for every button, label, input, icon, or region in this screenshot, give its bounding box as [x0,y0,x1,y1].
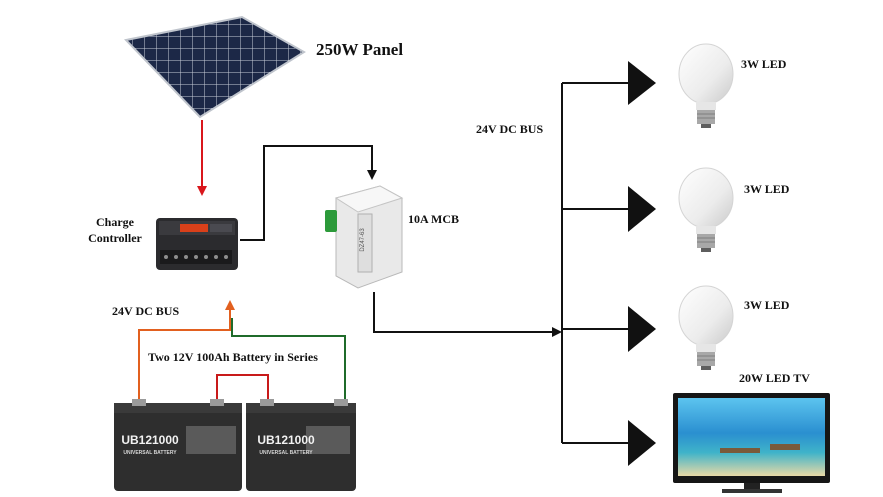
panel-label: 250W Panel [316,40,403,60]
dc-bus-left-label: 24V DC BUS [112,304,179,319]
load-arrow-led-1 [628,61,656,105]
battery-2-model: UB121000 [257,433,315,447]
load-bus-wires [562,83,628,443]
charge-controller-icon [156,218,238,270]
tv-icon [673,393,830,493]
dc-bus-right-label: 24V DC BUS [476,122,543,137]
mcb-label: 10A MCB [408,212,459,227]
load-arrow-led-3 [628,306,656,352]
panel-to-controller-arrow [197,120,207,196]
led-1-label: 3W LED [741,57,786,72]
mcb-to-bus-wire [374,292,562,337]
solar-panel-icon [126,17,304,117]
battery-icon-1: UB121000 UNIVERSAL BATTERY [114,399,242,491]
led-bulb-icon-2 [679,168,733,252]
tv-label: 20W LED TV [739,371,810,386]
charge-controller-label: Charge Controller [82,214,148,246]
battery-label: Two 12V 100Ah Battery in Series [148,350,318,365]
mcb-icon: DZ47-63 [325,186,402,288]
battery-1-model: UB121000 [121,433,179,447]
mcb-marking: DZ47-63 [360,228,366,252]
load-arrow-tv [628,420,656,466]
battery-2-brand: UNIVERSAL BATTERY [259,450,313,456]
led-bulb-icon-1 [679,44,733,128]
battery-1-brand: UNIVERSAL BATTERY [123,450,177,456]
led-bulb-icon-3 [679,286,733,370]
led-2-label: 3W LED [744,182,789,197]
load-arrow-led-2 [628,186,656,232]
battery-icon-2: UB121000 UNIVERSAL BATTERY [246,399,356,491]
led-3-label: 3W LED [744,298,789,313]
